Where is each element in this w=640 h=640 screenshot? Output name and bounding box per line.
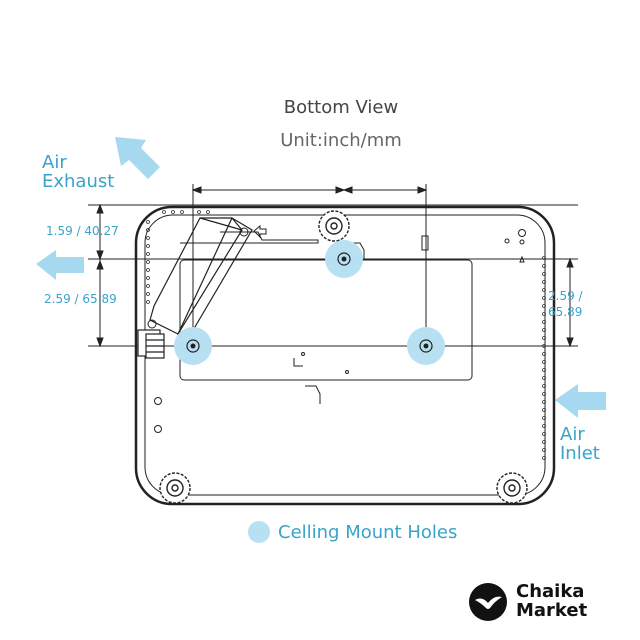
legend: Celling Mount Holes bbox=[248, 521, 457, 543]
top-vent-dots bbox=[162, 210, 210, 214]
seagull-circle-icon bbox=[469, 583, 507, 621]
unit-label: Unit:inch/mm bbox=[280, 130, 402, 151]
air-exhaust-label: Air Exhaust bbox=[42, 152, 115, 192]
foot-bottom-left bbox=[159, 472, 191, 504]
side-connector bbox=[137, 329, 165, 359]
brand-name-line1: Chaika bbox=[516, 581, 585, 603]
dimension-left-top: 1.59 / 40.27 bbox=[46, 224, 119, 238]
dimension-left-bottom: 2.59 / 65.89 bbox=[44, 292, 117, 306]
ceiling-mount-hole-top bbox=[325, 240, 363, 278]
filter-bracket bbox=[149, 217, 253, 335]
dimension-right: 2.59 / 65.89 bbox=[548, 289, 583, 319]
diagram-title: Bottom View bbox=[283, 97, 399, 118]
foot-bottom-right bbox=[496, 472, 528, 504]
air-inlet-label: Air Inlet bbox=[560, 424, 600, 464]
air-exhaust-arrow-left bbox=[36, 250, 84, 280]
ceiling-mount-hole-right bbox=[407, 327, 445, 365]
right-details bbox=[421, 229, 526, 263]
left-dimension-lines bbox=[96, 203, 104, 348]
brand: Chaika Market bbox=[468, 582, 587, 622]
left-vent-dots bbox=[146, 220, 150, 304]
legend-swatch bbox=[248, 521, 270, 543]
air-inlet-arrow bbox=[555, 384, 606, 418]
small-arrow-icon bbox=[253, 224, 267, 239]
lower-left-screws bbox=[154, 397, 162, 433]
connector-screw bbox=[147, 319, 157, 329]
brand-name-line2: Market bbox=[516, 600, 588, 621]
air-exhaust-arrow-up-left bbox=[115, 137, 160, 179]
ceiling-mount-hole-left bbox=[174, 327, 212, 365]
right-vent-dots bbox=[542, 256, 546, 460]
foot-top bbox=[318, 210, 350, 242]
legend-label: Celling Mount Holes bbox=[278, 521, 458, 543]
right-dimension-line bbox=[566, 257, 574, 348]
bracket-screw bbox=[239, 227, 249, 237]
top-dimension-line bbox=[191, 184, 428, 352]
